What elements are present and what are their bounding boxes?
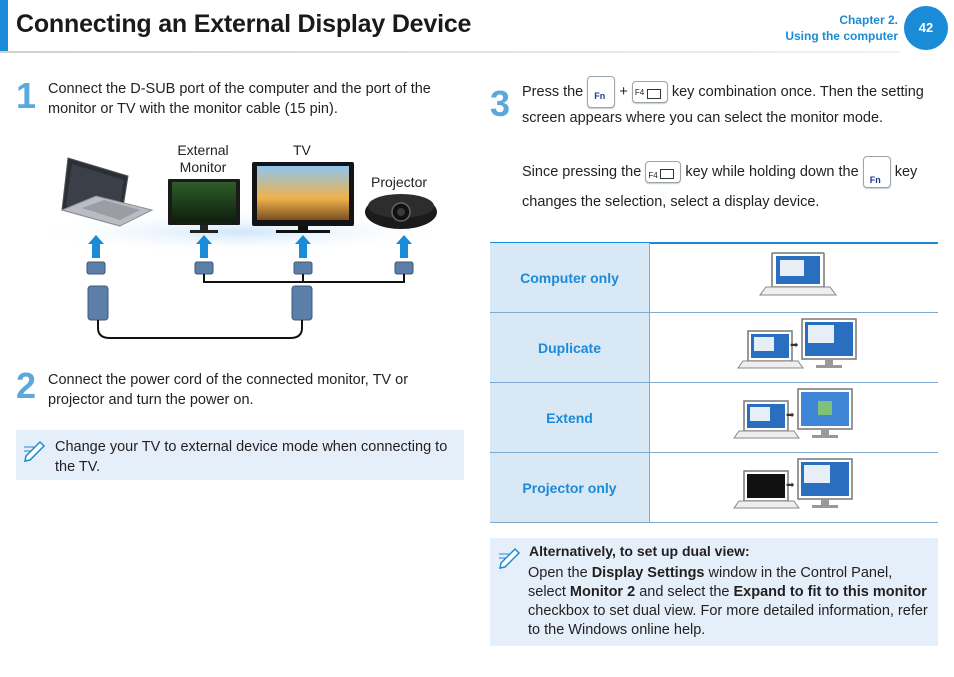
page-number-badge: 42 bbox=[904, 6, 948, 50]
fn-key-label: Fn bbox=[594, 91, 606, 101]
external-monitor-label-line1: External bbox=[177, 142, 229, 158]
duplicate-mode-icon: ➡ bbox=[737, 318, 857, 369]
chapter-number: Chapter 2. bbox=[839, 13, 898, 27]
step-3-holding-text: key while holding down the bbox=[685, 163, 859, 180]
note-dual-view-text: Open the Display Settings window in the … bbox=[528, 564, 928, 640]
note2-text-4: checkbox to set dual view. For more deta… bbox=[528, 603, 928, 638]
vga-connector-icons bbox=[87, 285, 313, 321]
header-accent-bar bbox=[0, 0, 8, 52]
note2-monitor-2: Monitor 2 bbox=[569, 584, 636, 600]
note-pencil-icon bbox=[24, 440, 46, 462]
step-3-result-text: key combination once. Then the setting s… bbox=[522, 83, 924, 126]
table-row: Duplicate ➡ bbox=[490, 312, 938, 383]
tv-label: TV bbox=[293, 142, 311, 158]
note-box-dual-view bbox=[490, 538, 938, 646]
f4-key-icon-2: F4 bbox=[645, 161, 682, 183]
step-number-2: 2 bbox=[16, 365, 37, 406]
mode-image-projector-only: ➡ bbox=[649, 452, 938, 523]
external-monitor-icon bbox=[168, 179, 240, 233]
note2-text-1: Open the bbox=[528, 565, 592, 581]
external-monitor-label-line2: Monitor bbox=[179, 159, 227, 175]
plus-sign: + bbox=[619, 83, 628, 100]
mode-label-extend: Extend bbox=[490, 382, 650, 453]
note2-text-3: and select the bbox=[635, 584, 734, 600]
tv-icon bbox=[252, 162, 354, 233]
fn-key-label-2: Fn bbox=[869, 175, 881, 185]
table-row: Computer only bbox=[490, 243, 938, 313]
step-3-press-text: Press the bbox=[522, 83, 584, 100]
mode-image-computer-only bbox=[649, 243, 938, 313]
mode-label-duplicate: Duplicate bbox=[490, 312, 650, 383]
svg-text:➡: ➡ bbox=[786, 480, 795, 491]
f4-key-label: F4 bbox=[634, 88, 645, 97]
note2-expand-checkbox-label: Expand to fit to this monitor bbox=[733, 584, 927, 600]
step-number-1: 1 bbox=[16, 75, 37, 116]
external-monitor-label: External Monitor bbox=[170, 142, 236, 176]
mode-image-extend: ➡ bbox=[649, 382, 938, 453]
header-divider bbox=[0, 51, 900, 53]
step-1-text: Connect the D-SUB port of the computer a… bbox=[48, 81, 431, 117]
note-dual-view-heading: Alternatively, to set up dual view: bbox=[529, 543, 750, 559]
note-box-tv bbox=[16, 430, 464, 480]
extend-mode-icon: ➡ bbox=[733, 388, 853, 439]
f4-key-icon: F4 bbox=[631, 81, 668, 103]
svg-text:➡: ➡ bbox=[786, 410, 795, 421]
step-3-since-text: Since pressing the bbox=[522, 163, 642, 180]
display-mode-table: Computer only Duplicate ➡ bbox=[490, 243, 938, 523]
projector-icon bbox=[365, 194, 437, 229]
step-3-text-b: Since pressing the F4 key while holding … bbox=[522, 156, 940, 216]
connection-diagram bbox=[25, 157, 455, 339]
page-title: Connecting an External Display Device bbox=[16, 10, 472, 38]
laptop-icon bbox=[60, 157, 154, 227]
step-number-3: 3 bbox=[490, 83, 511, 124]
table-row: Extend ➡ bbox=[490, 382, 938, 453]
note2-text-2: window in the Control Panel, select bbox=[528, 565, 893, 600]
chapter-title: Using the computer bbox=[785, 29, 898, 43]
fn-key-icon: Fn bbox=[587, 76, 616, 108]
laptop-only-icon bbox=[759, 252, 837, 296]
connection-arrows bbox=[88, 235, 412, 258]
mode-label-computer-only: Computer only bbox=[490, 243, 650, 313]
mode-image-duplicate: ➡ bbox=[649, 312, 938, 383]
fn-key-icon-2: Fn bbox=[862, 156, 891, 188]
f4-key-label-2: F4 bbox=[648, 171, 658, 180]
monitor-cable-line bbox=[97, 320, 303, 339]
step-3-changes-text: key changes the selection, select a disp… bbox=[522, 163, 918, 210]
step-2-text: Connect the power cord of the connected … bbox=[48, 372, 409, 408]
table-row: Projector only ➡ bbox=[490, 452, 938, 523]
note2-display-settings: Display Settings bbox=[591, 565, 705, 581]
step-3-text-a: Press the Fn + F4 key combination once. … bbox=[522, 76, 934, 129]
mode-label-projector-only: Projector only bbox=[490, 452, 650, 523]
note-pencil-icon-2 bbox=[499, 547, 521, 569]
chapter-label: Chapter 2. Using the computer bbox=[785, 12, 898, 44]
note-tv-text: Change your TV to external device mode w… bbox=[55, 439, 448, 475]
projector-only-mode-icon: ➡ bbox=[733, 458, 853, 509]
projector-label: Projector bbox=[371, 174, 428, 190]
svg-text:➡: ➡ bbox=[790, 340, 799, 351]
dsub-port-icons bbox=[86, 261, 414, 275]
